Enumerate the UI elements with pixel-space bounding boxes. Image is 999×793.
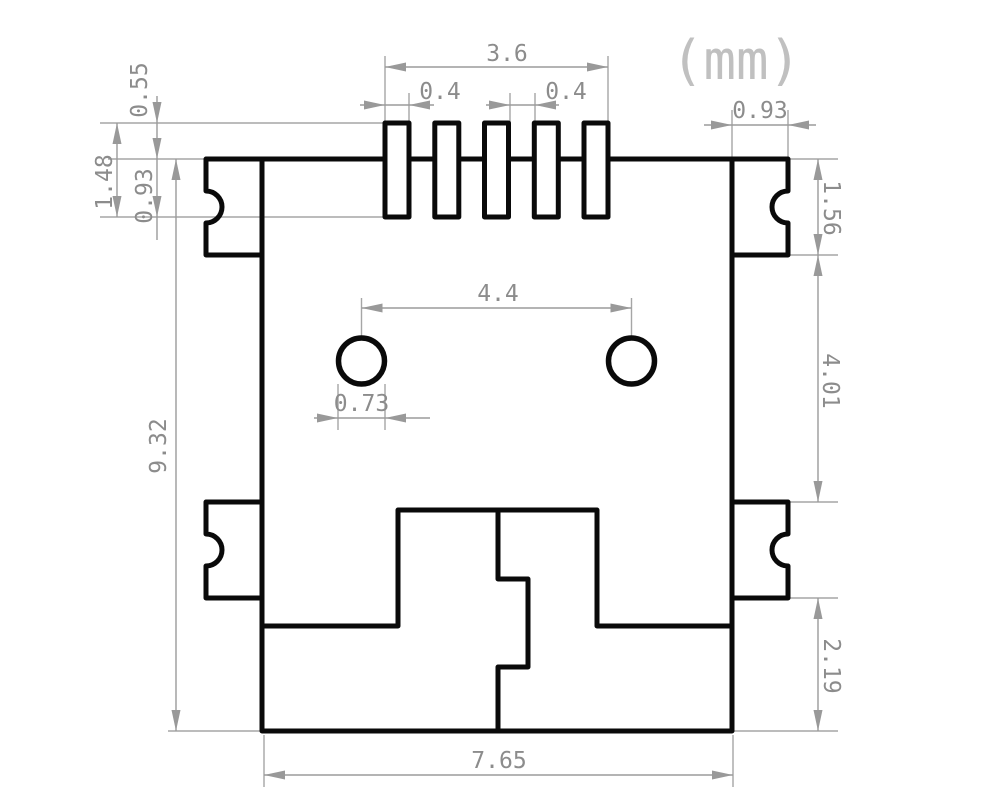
dim-label-tab-height: 1.56 <box>818 180 844 235</box>
dim-label-pin-gap: 0.4 <box>545 79 587 105</box>
dim-arrow <box>112 196 122 217</box>
mounting-tab-bottom-left <box>203 499 265 601</box>
dim-arrow <box>152 102 162 123</box>
dimension-lines-path <box>116 66 819 776</box>
dim-arrow <box>813 159 823 180</box>
part-outline-group <box>203 120 791 734</box>
pin-rect <box>382 120 412 220</box>
hole-left <box>335 335 388 387</box>
dim-arrow <box>171 159 181 180</box>
pin-rect <box>432 120 462 220</box>
dim-arrow <box>112 123 122 144</box>
dim-arrow <box>535 100 556 110</box>
dim-arrow <box>409 100 430 110</box>
dim-arrow <box>385 413 406 423</box>
mounting-tab-top-right <box>729 156 791 258</box>
dim-label-pin-width: 0.4 <box>419 79 461 105</box>
dim-label-bottom-strip-height: 2.19 <box>818 638 844 693</box>
dim-arrow <box>385 62 406 72</box>
pin-rect <box>581 120 611 220</box>
dim-arrow <box>171 710 181 731</box>
hole-right <box>605 335 658 387</box>
unit-label: (mm) <box>671 29 801 92</box>
center-step-line <box>495 507 531 734</box>
mounting-tab-bottom-right <box>729 499 791 601</box>
extension-lines <box>100 56 838 787</box>
body-outline <box>259 156 735 734</box>
dim-arrow <box>152 196 162 217</box>
dim-label-pin-protrusion: 0.55 <box>127 62 153 117</box>
dim-label-pin-row-span: 3.6 <box>486 41 528 67</box>
dimension-arrows <box>112 62 823 780</box>
extension-lines-path <box>100 56 838 787</box>
dim-label-pin-inset: 0.93 <box>132 168 158 223</box>
pin-row <box>382 120 611 220</box>
dim-label-pin-length: 1.48 <box>92 154 118 209</box>
dim-arrow <box>813 481 823 502</box>
dim-arrow <box>712 770 733 780</box>
dim-arrow <box>152 138 162 159</box>
pin-rect <box>531 120 561 220</box>
dimension-lines <box>116 66 819 776</box>
dim-arrow <box>317 413 338 423</box>
dim-arrow <box>587 62 608 72</box>
dim-label-body-height: 9.32 <box>146 418 172 473</box>
dim-arrow <box>788 120 809 130</box>
dim-arrow <box>364 100 385 110</box>
dim-arrow <box>489 100 510 110</box>
dim-arrow <box>813 598 823 619</box>
dim-label-hole-diameter: 0.73 <box>334 391 389 417</box>
pin-rect <box>482 120 511 220</box>
dim-arrow <box>813 255 823 276</box>
dim-label-tab-width: 0.93 <box>732 98 787 124</box>
dim-label-body-width: 7.65 <box>471 748 526 774</box>
dim-arrow <box>711 120 732 130</box>
dim-arrow <box>610 303 632 313</box>
dim-arrow <box>264 770 285 780</box>
dim-label-hole-spacing: 4.4 <box>477 281 519 307</box>
dim-arrow <box>813 710 823 731</box>
dim-arrow <box>361 303 383 313</box>
dim-label-tab-spacing: 4.01 <box>817 353 843 408</box>
dimension-labels: 3.6 0.4 0.4 0.93 4.4 0.73 7.65 0.55 1.48… <box>92 29 844 774</box>
dim-arrow <box>813 234 823 255</box>
mounting-tab-top-left <box>203 156 265 258</box>
